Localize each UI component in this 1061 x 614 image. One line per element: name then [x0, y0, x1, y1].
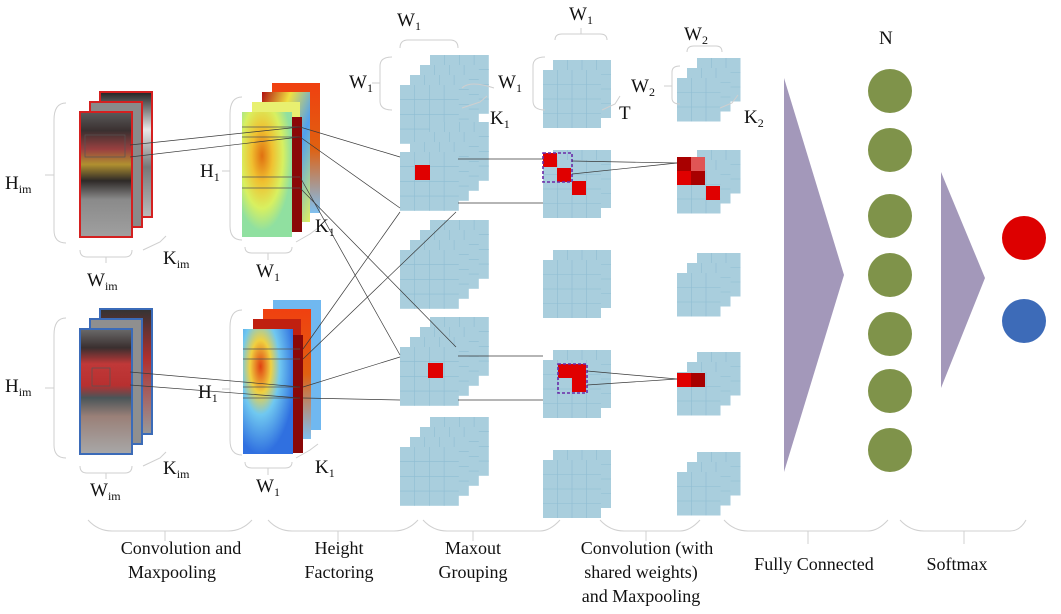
- height-factoring-stack-3: [400, 317, 489, 406]
- height-factoring-stack-4-layer: [400, 447, 459, 506]
- conv2-stack-4: [677, 452, 741, 516]
- maxout-stack-0: [543, 60, 611, 128]
- brace-h-im-top: [53, 102, 67, 244]
- label-w1-grid-left: W1: [349, 72, 373, 95]
- activation-cell: [543, 153, 557, 167]
- maxout-stack-2: [543, 250, 611, 318]
- feature-grid-stacks: [400, 55, 741, 518]
- label-w2-top: W2: [684, 24, 708, 47]
- label-k1-bottom: K1: [315, 457, 335, 480]
- stage-label-conv-maxpool-2: Maxpooling: [128, 562, 216, 582]
- fc-node: [868, 69, 912, 113]
- activation-cell: [677, 157, 691, 171]
- softmax-triangle: [941, 172, 985, 388]
- label-w1-top: W1: [256, 261, 280, 284]
- label-w-im-bottom: Wim: [90, 480, 121, 503]
- maxout-stack-0-layer: [543, 70, 601, 128]
- activation-cell: [428, 363, 443, 378]
- label-w1-grid-right: W1: [498, 72, 522, 95]
- fc-node: [868, 369, 912, 413]
- stage-label-maxout-1: Maxout: [445, 538, 501, 558]
- output-node-positive: [1002, 216, 1046, 260]
- output-node-negative: [1002, 299, 1046, 343]
- activation-cell: [691, 157, 705, 171]
- fc-node: [868, 194, 912, 238]
- activation-cell: [691, 373, 705, 387]
- label-k2: K2: [744, 107, 764, 130]
- label-n: N: [879, 28, 893, 49]
- conv2-stack-4-layer: [677, 472, 721, 516]
- gallery-frame-1: [79, 328, 133, 455]
- conv2-stack-0: [677, 58, 741, 122]
- activation-cell: [557, 168, 571, 182]
- height-factoring-stack-2-layer: [400, 250, 459, 309]
- label-w2-left: W2: [631, 76, 655, 99]
- label-w-im-top: Wim: [87, 270, 118, 293]
- fully-connected-nodes: [868, 69, 912, 472]
- maxout-stack-4: [543, 450, 611, 518]
- stage-label-conv-shared-3: and Maxpooling: [582, 586, 701, 606]
- label-k1-top: K1: [315, 216, 335, 239]
- label-h1-bottom: H1: [198, 382, 218, 405]
- activation-cell: [677, 373, 691, 387]
- label-w1-grid-top: W1: [397, 10, 421, 33]
- stage-label-fully-connected: Fully Connected: [754, 554, 874, 574]
- label-k1-grid: K1: [490, 108, 510, 131]
- fc-node: [868, 253, 912, 297]
- stage-label-conv-shared-1: Convolution (with: [581, 538, 714, 559]
- label-w1-bottom: W1: [256, 476, 280, 499]
- conv2-stack-0-layer: [677, 78, 721, 122]
- fc-node: [868, 128, 912, 172]
- probe-frame-1: [79, 111, 133, 238]
- stage-label-conv-maxpool-1: Convolution and: [121, 538, 242, 558]
- label-h1-top: H1: [200, 161, 220, 184]
- connector-lines: [129, 126, 678, 401]
- probe-feature-maps: [222, 83, 320, 260]
- activation-cell: [691, 171, 705, 185]
- activation-cell: [572, 364, 586, 378]
- activation-cell: [572, 378, 586, 392]
- activation-cell: [677, 171, 691, 185]
- label-k-im-top: Kim: [163, 248, 190, 271]
- stage-label-conv-shared-2: shared weights): [584, 562, 697, 583]
- stage-label-softmax: Softmax: [927, 554, 988, 574]
- activation-cell: [415, 165, 430, 180]
- fc-node: [868, 428, 912, 472]
- fc-node: [868, 312, 912, 356]
- activation-cell: [558, 364, 572, 378]
- activation-cell: [706, 186, 720, 200]
- height-factoring-stack-1: [400, 122, 489, 211]
- maxout-stack-4-layer: [543, 460, 601, 518]
- maxout-window: [557, 363, 588, 394]
- height-factoring-stack-1-layer: [400, 152, 459, 211]
- conv2-stack-2: [677, 253, 741, 317]
- maxout-window: [542, 152, 573, 183]
- probe-image-stack: [45, 91, 167, 263]
- stage-labels: Convolution and Maxpooling Height Factor…: [121, 538, 988, 606]
- height-factoring-stack-2: [400, 220, 489, 309]
- conv2-stack-2-layer: [677, 273, 721, 317]
- fully-connected-triangle: [784, 78, 844, 472]
- maxout-stack-2-layer: [543, 260, 601, 318]
- grid-dimension-braces: [372, 28, 739, 111]
- gallery-image-stack: [45, 308, 167, 479]
- activation-cell: [572, 181, 586, 195]
- gallery-feature-maps: [222, 300, 321, 475]
- label-k-im-bottom: Kim: [163, 458, 190, 481]
- height-factoring-stack-4: [400, 417, 489, 506]
- label-h-im-bottom: Him: [5, 376, 32, 399]
- stage-label-height-factoring-1: Height: [315, 538, 364, 558]
- stage-label-height-factoring-2: Factoring: [305, 562, 374, 582]
- stage-braces: [87, 519, 1027, 544]
- label-h-im-top: Him: [5, 173, 32, 196]
- label-t-maxout: T: [619, 103, 631, 124]
- stage-label-maxout-2: Grouping: [439, 562, 508, 582]
- label-w1-maxout: W1: [569, 4, 593, 27]
